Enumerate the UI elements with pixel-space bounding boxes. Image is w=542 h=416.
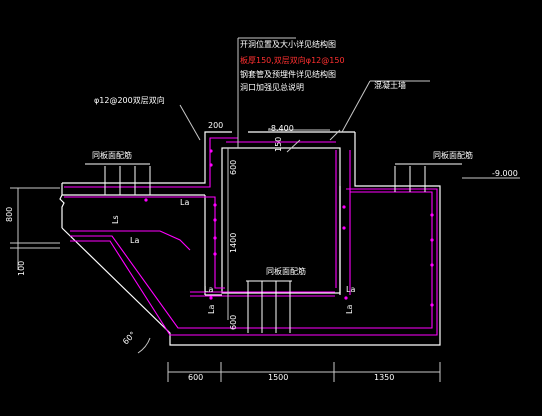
dim-150: 150 bbox=[274, 137, 283, 152]
la-label-6: La bbox=[345, 305, 354, 314]
dim-800: 800 bbox=[5, 207, 14, 222]
dim-1400: 1400 bbox=[229, 233, 238, 253]
dim-bottom-1350: 1350 bbox=[374, 373, 394, 382]
note-line-2: 板厚150,双层双向φ12@150 bbox=[240, 55, 345, 65]
dimension-lines bbox=[10, 37, 520, 382]
notes: 开洞位置及大小详见结构图 板厚150,双层双向φ12@150 钢套管及预埋件详见… bbox=[240, 39, 345, 92]
ls-label: Ls bbox=[111, 215, 120, 224]
dim-200: 200 bbox=[208, 121, 223, 130]
floor-slab-left-label: 同板面配筋 bbox=[92, 150, 132, 160]
elev-top-label: -8.400 bbox=[268, 124, 294, 133]
bottom-slab-label: 同板面配筋 bbox=[266, 266, 306, 276]
la-label-5: La bbox=[207, 305, 216, 314]
concrete-outline bbox=[59, 131, 441, 346]
labels: φ12@200双层双向 混凝土墙 同板面配筋 同板面配筋 同板面配筋 -8.40… bbox=[92, 80, 518, 346]
dim-600-bottom: 600 bbox=[229, 315, 238, 330]
elev-right-label: -9.000 bbox=[492, 169, 518, 178]
stirrups bbox=[85, 163, 462, 333]
rebar-lines bbox=[64, 137, 438, 336]
la-label-4: La bbox=[346, 285, 355, 294]
rebar-label: φ12@200双层双向 bbox=[94, 95, 165, 105]
concrete-label: 混凝土墙 bbox=[374, 80, 406, 90]
dim-100: 100 bbox=[17, 261, 26, 276]
dim-600-top: 600 bbox=[229, 160, 238, 175]
dimension-texts: 200 150 600 1400 600 800 100 600 1500 13… bbox=[5, 121, 394, 382]
note-line-1: 开洞位置及大小详见结构图 bbox=[240, 39, 336, 49]
la-label-1: La bbox=[180, 198, 189, 207]
note-line-3: 钢套管及预埋件详见结构图 bbox=[240, 69, 336, 79]
floor-slab-right-label: 同板面配筋 bbox=[433, 150, 473, 160]
dim-bottom-600: 600 bbox=[188, 373, 203, 382]
angle-label: 60° bbox=[121, 330, 137, 346]
note-line-4: 洞口加强见总说明 bbox=[240, 82, 304, 92]
rebar-dots bbox=[144, 149, 434, 307]
la-label-2: La bbox=[130, 236, 139, 245]
la-label-3: La bbox=[204, 285, 213, 294]
dim-bottom-1500: 1500 bbox=[268, 373, 288, 382]
